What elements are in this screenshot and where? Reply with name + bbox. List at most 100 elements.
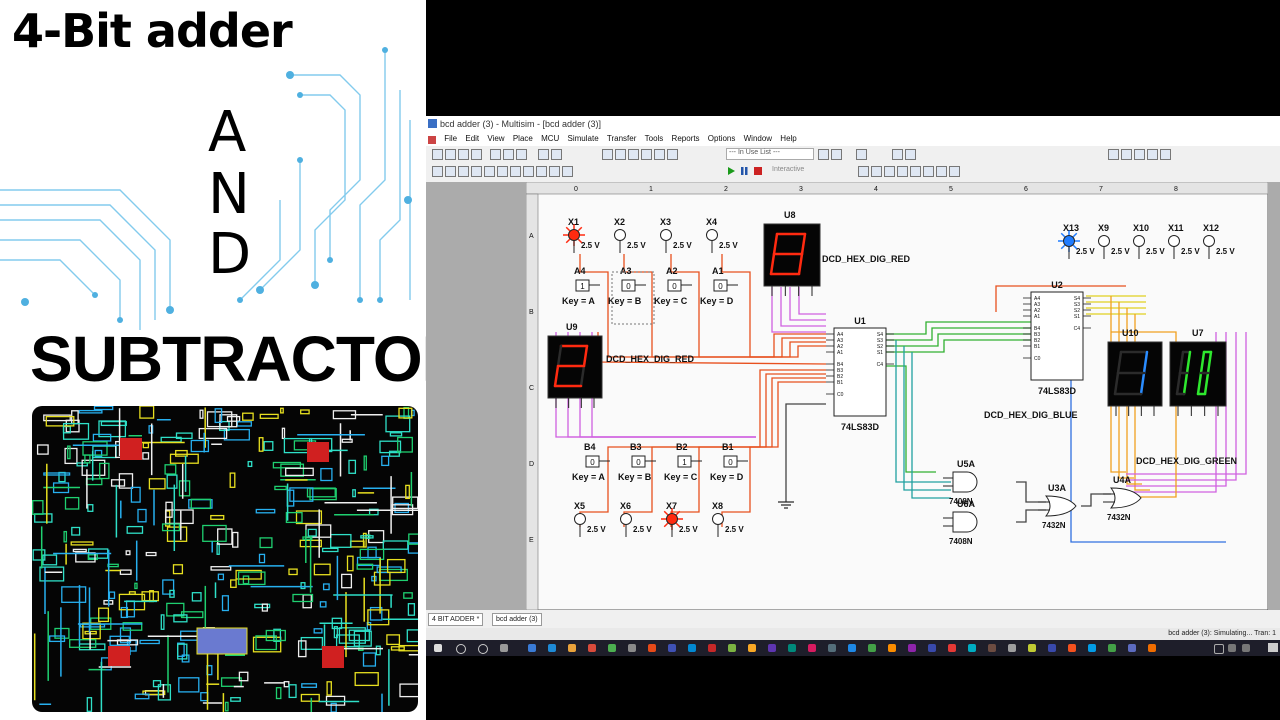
taskbar-app-19-icon[interactable]: [888, 644, 896, 652]
annotation-icon[interactable]: [856, 149, 867, 160]
erc-icon[interactable]: [667, 149, 678, 160]
spreadsheet-icon[interactable]: [615, 149, 626, 160]
taskbar-app-18-icon[interactable]: [868, 644, 876, 652]
instrument-1-icon[interactable]: [858, 166, 869, 177]
switch-group-frame[interactable]: [611, 271, 655, 325]
menu-mcu[interactable]: MCU: [541, 134, 560, 143]
instrument-6-icon[interactable]: [923, 166, 934, 177]
taskbar-app-4-icon[interactable]: [588, 644, 596, 652]
instrument-2-icon[interactable]: [871, 166, 882, 177]
column-ruler[interactable]: [526, 182, 1268, 195]
start-icon[interactable]: [434, 644, 442, 652]
menu-tools[interactable]: Tools: [644, 134, 664, 143]
zoom-out-icon[interactable]: [1121, 149, 1132, 160]
pause-icon-left[interactable]: [741, 167, 744, 175]
taskbar-app-30-icon[interactable]: [1108, 644, 1116, 652]
tray-chevron-icon[interactable]: [1214, 644, 1224, 654]
task-view-icon[interactable]: [500, 644, 508, 652]
taskbar-app-24-icon[interactable]: [988, 644, 996, 652]
menu-options[interactable]: Options: [707, 134, 736, 143]
probe-bulb[interactable]: [614, 229, 626, 241]
stop-icon[interactable]: [754, 167, 762, 175]
diode-icon[interactable]: [471, 166, 482, 177]
taskbar-app-9-icon[interactable]: [688, 644, 696, 652]
analog-icon[interactable]: [497, 166, 508, 177]
zoom-area-icon[interactable]: [1134, 149, 1145, 160]
menu-help[interactable]: Help: [780, 134, 797, 143]
redo-icon[interactable]: [551, 149, 562, 160]
print-icon[interactable]: [471, 149, 482, 160]
adder-chip[interactable]: [1030, 291, 1084, 381]
taskbar-app-13-icon[interactable]: [768, 644, 776, 652]
probe-bulb[interactable]: [1203, 235, 1215, 247]
transistor-icon[interactable]: [484, 166, 495, 177]
database-icon[interactable]: [628, 149, 639, 160]
grapher-icon[interactable]: [641, 149, 652, 160]
undo-icon[interactable]: [538, 149, 549, 160]
probe-bulb[interactable]: [712, 513, 724, 525]
taskbar-app-14-icon[interactable]: [788, 644, 796, 652]
taskbar-app-32-icon[interactable]: [1148, 644, 1156, 652]
probe-bulb[interactable]: [568, 229, 580, 241]
taskbar-app-21-icon[interactable]: [928, 644, 936, 652]
menu-file[interactable]: File: [444, 134, 458, 143]
taskbar-app-6-icon[interactable]: [628, 644, 636, 652]
tab-bcd-adder[interactable]: bcd adder (3): [492, 613, 542, 626]
misc-digital-icon[interactable]: [536, 166, 547, 177]
menu-transfer[interactable]: Transfer: [606, 134, 637, 143]
search-icon[interactable]: [456, 644, 466, 654]
tab-4-bit-adder[interactable]: 4 BIT ADDER *: [428, 613, 484, 626]
probe-bulb[interactable]: [660, 229, 672, 241]
source-icon[interactable]: [445, 166, 456, 177]
interactive-mode-label[interactable]: Interactive: [772, 166, 805, 173]
probe-bulb[interactable]: [1063, 235, 1075, 247]
probe-bulb[interactable]: [1098, 235, 1110, 247]
taskbar-app-16-icon[interactable]: [828, 644, 836, 652]
notification-icon[interactable]: [1268, 643, 1278, 652]
copy-icon[interactable]: [503, 149, 514, 160]
new-file-icon[interactable]: [432, 149, 443, 160]
cut-icon[interactable]: [490, 149, 501, 160]
indicator-icon[interactable]: [562, 166, 573, 177]
instrument-8-icon[interactable]: [949, 166, 960, 177]
taskbar-app-25-icon[interactable]: [1008, 644, 1016, 652]
row-ruler[interactable]: [526, 193, 539, 610]
taskbar-app-27-icon[interactable]: [1048, 644, 1056, 652]
cmos-icon[interactable]: [523, 166, 534, 177]
taskbar-app-28-icon[interactable]: [1068, 644, 1076, 652]
pause-icon-right[interactable]: [745, 167, 748, 175]
probe-bulb[interactable]: [1133, 235, 1145, 247]
taskbar-app-29-icon[interactable]: [1088, 644, 1096, 652]
component-icon[interactable]: [432, 166, 443, 177]
volume-icon[interactable]: [1242, 644, 1250, 652]
taskbar-app-20-icon[interactable]: [908, 644, 916, 652]
seven-segment-display[interactable]: [1169, 341, 1227, 407]
probe-bulb[interactable]: [666, 513, 678, 525]
taskbar-app-15-icon[interactable]: [808, 644, 816, 652]
paste-icon[interactable]: [516, 149, 527, 160]
instrument-4-icon[interactable]: [897, 166, 908, 177]
taskbar-app-12-icon[interactable]: [748, 644, 756, 652]
help-bulb-icon[interactable]: [905, 149, 916, 160]
network-icon[interactable]: [1228, 644, 1236, 652]
adder-chip[interactable]: [833, 327, 887, 417]
mixed-icon[interactable]: [549, 166, 560, 177]
zoom-fit-icon[interactable]: [1147, 149, 1158, 160]
menu-simulate[interactable]: Simulate: [567, 134, 599, 143]
instrument-5-icon[interactable]: [910, 166, 921, 177]
menu-view[interactable]: View: [487, 134, 505, 143]
menu-place[interactable]: Place: [512, 134, 533, 143]
probe-bulb[interactable]: [1168, 235, 1180, 247]
run-icon[interactable]: [728, 167, 735, 175]
taskbar-app-22-icon[interactable]: [948, 644, 956, 652]
taskbar-app-17-icon[interactable]: [848, 644, 856, 652]
basic-icon[interactable]: [458, 166, 469, 177]
menu-edit[interactable]: Edit: [465, 134, 480, 143]
taskbar-app-10-icon[interactable]: [708, 644, 716, 652]
taskbar-app-5-icon[interactable]: [608, 644, 616, 652]
taskbar-app-11-icon[interactable]: [728, 644, 736, 652]
component-wizard-icon[interactable]: [818, 149, 829, 160]
in-use-list-dropdown[interactable]: --- In Use List ---: [726, 148, 814, 160]
